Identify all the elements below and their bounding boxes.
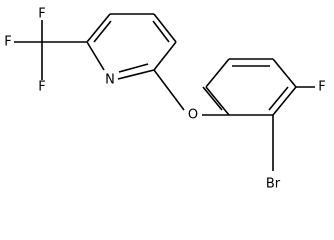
benzene-bond-2-3 — [205, 58, 230, 88]
atom-label-bromine: Br — [266, 177, 281, 192]
benzene-bond-1-2-inner — [202, 86, 223, 111]
atom-label-pyridine-nitrogen: N — [105, 73, 115, 88]
atom-label-ether-oxygen: O — [188, 108, 198, 123]
pyridine-bond-c2-c3-inner — [93, 20, 112, 43]
atom-label-fluorine-2: F — [38, 7, 45, 22]
bonds — [14, 13, 315, 171]
pyridine-bond-c4-c5 — [153, 13, 177, 43]
benzene-bond-5-6 — [272, 86, 297, 116]
benzene-bond-5-6-inner — [268, 86, 289, 111]
pyridine-bond-c2-c3 — [86, 13, 111, 43]
atom-label-aryl-fluorine: F — [318, 80, 325, 95]
bond-pyridine-o — [153, 69, 185, 111]
pyridine-bond-c5-c6 — [153, 41, 177, 71]
benzene-bond-1-2 — [205, 86, 230, 116]
atom-label-fluorine-3: F — [38, 80, 45, 95]
pyridine-bond-n-c2 — [86, 41, 105, 71]
atom-label-fluorine-1: F — [4, 35, 11, 50]
atom-labels: F F F N O F Br — [4, 7, 325, 192]
chemical-structure-diagram: F F F N O F Br — [4, 7, 325, 192]
benzene-bond-4-5 — [272, 58, 297, 88]
pyridine-bond-c6-n — [117, 69, 155, 80]
pyridine-bond-c6-n-inner — [118, 63, 149, 73]
pyridine-bond-c4-c5-inner — [152, 20, 170, 43]
